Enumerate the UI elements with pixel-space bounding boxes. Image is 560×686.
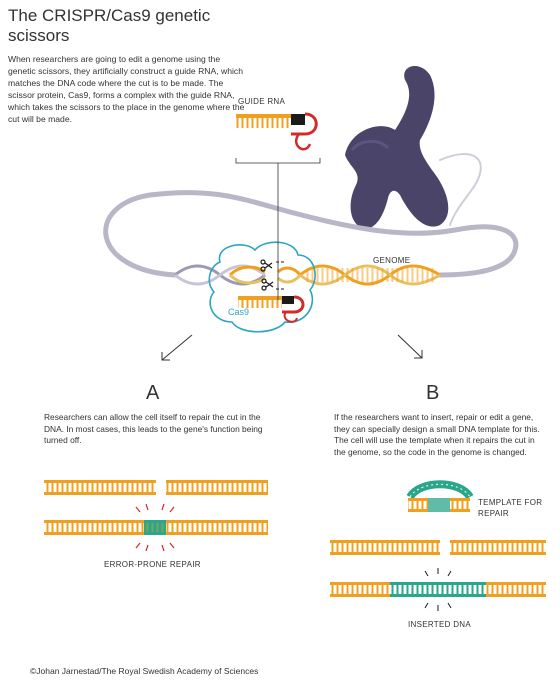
cut-marks xyxy=(276,261,284,290)
guide-rna-free xyxy=(236,112,318,151)
insert-spark-marks xyxy=(424,568,452,611)
cut-dna-strands-b xyxy=(330,540,546,555)
repaired-dna-strand xyxy=(44,520,268,535)
option-a-letter: A xyxy=(146,382,160,404)
arrow-down-right-icon xyxy=(397,334,423,359)
arrow-down-left-icon xyxy=(161,334,193,361)
option-b-letter: B xyxy=(426,382,440,404)
template-for-repair-label: TEMPLATE FOR REPAIR xyxy=(478,498,543,518)
credit-line: ©Johan Jarnestad/The Royal Swedish Acade… xyxy=(30,666,259,676)
option-b-description: If the researchers want to insert, repai… xyxy=(334,412,540,457)
cut-dna-strands xyxy=(44,480,268,495)
cas9-protein xyxy=(208,241,316,333)
chromosome-illustration xyxy=(345,65,449,229)
edited-dna-strand xyxy=(330,582,546,597)
genome-label: GENOME xyxy=(373,256,411,265)
scissors-icon xyxy=(261,278,274,291)
option-a-description: Researchers can allow the cell itself to… xyxy=(44,412,263,446)
error-spark-marks xyxy=(135,503,175,552)
connector-bracket xyxy=(235,158,321,300)
repair-template xyxy=(406,480,474,512)
genome-dna-helix xyxy=(174,264,441,286)
inserted-dna-label: INSERTED DNA xyxy=(408,620,472,629)
error-prone-repair-label: ERROR-PRONE REPAIR xyxy=(104,560,201,569)
scissors-icon xyxy=(260,259,273,272)
dna-thread xyxy=(103,153,519,278)
cas9-label: Cas9 xyxy=(228,307,250,317)
intro-paragraph: When researchers are going to edit a gen… xyxy=(8,54,245,124)
guide-rna-label: GUIDE RNA xyxy=(238,97,286,106)
guide-rna-bound xyxy=(238,295,305,323)
page-title: The CRISPR/Cas9 genetic scissors xyxy=(8,6,211,45)
